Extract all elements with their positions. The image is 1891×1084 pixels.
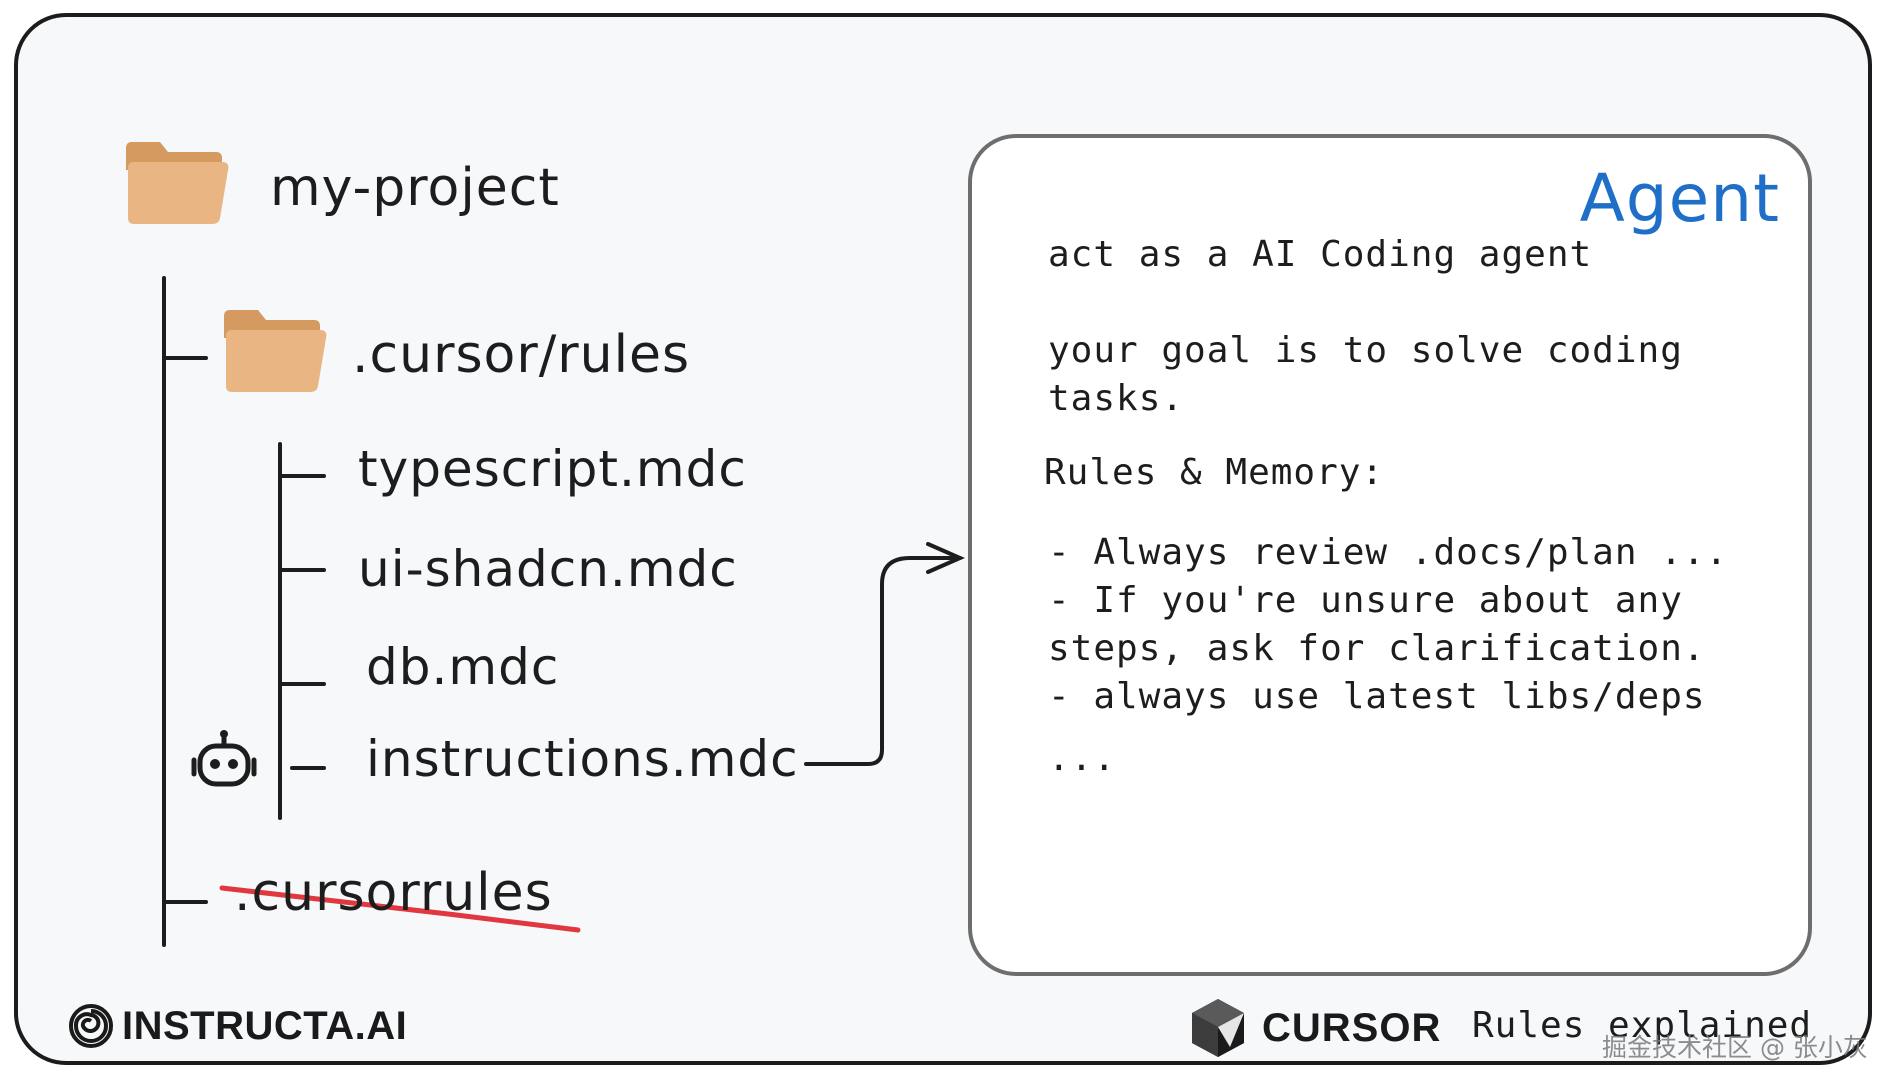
agent-text-line: - Always review .docs/plan ...	[1048, 532, 1729, 573]
cursor-brand: CURSOR	[1190, 997, 1441, 1059]
agent-text-line: Rules & Memory:	[1044, 452, 1385, 493]
subtitle-text: Rules explained	[1472, 1005, 1813, 1046]
instructa-logo-icon	[69, 1004, 113, 1048]
instructa-brand: INSTRUCTA.AI	[68, 1003, 407, 1049]
agent-text-line: - always use latest libs/deps	[1048, 676, 1706, 717]
agent-title: Agent	[1579, 160, 1780, 237]
agent-text-line: your goal is to solve coding	[1048, 330, 1683, 371]
arrow-head	[926, 542, 965, 574]
instructa-brand-text: INSTRUCTA.AI	[122, 1003, 408, 1048]
agent-card: Agent act as a AI Coding agent your goal…	[968, 134, 1812, 976]
cursor-brand-text: CURSOR	[1262, 1005, 1442, 1050]
rule-file-label: instructions.mdc	[366, 730, 799, 788]
cursor-logo-icon	[1192, 999, 1244, 1057]
folder-icon	[126, 142, 229, 224]
rule-file-label: typescript.mdc	[358, 440, 747, 498]
agent-text-line: steps, ask for clarification.	[1048, 628, 1706, 669]
agent-text-line: - If you're unsure about any	[1048, 580, 1683, 621]
robot-icon	[191, 730, 257, 787]
watermark-text: 掘金技术社区 @ 张小灰	[1602, 1033, 1868, 1062]
folder-icon	[224, 310, 327, 392]
agent-text-line: act as a AI Coding agent	[1048, 234, 1593, 275]
rules-folder-label: .cursor/rules	[352, 325, 691, 385]
agent-text-line: tasks.	[1048, 378, 1185, 419]
rule-file-label: ui-shadcn.mdc	[358, 540, 738, 598]
legacy-rules-label: .cursorrules	[234, 863, 553, 923]
project-folder-label: my-project	[270, 158, 560, 218]
rule-file-label: db.mdc	[366, 638, 560, 696]
agent-text-line: ...	[1048, 738, 1117, 779]
connector-arrow-line	[804, 556, 962, 766]
strike-through-line	[219, 885, 581, 933]
